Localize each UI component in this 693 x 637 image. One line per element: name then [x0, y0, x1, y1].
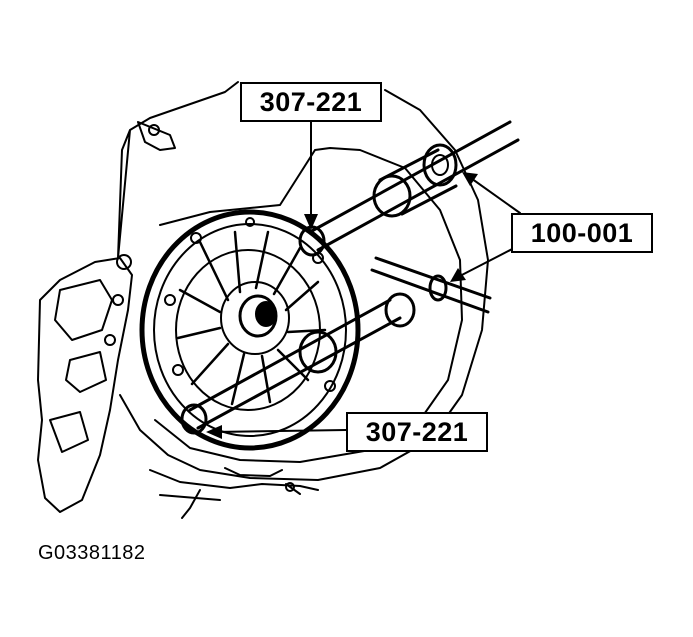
mount-bolt-2 — [112, 294, 124, 306]
base-bolt — [285, 482, 295, 492]
housing-inner-rim — [154, 147, 463, 463]
diaphragm-fingers — [176, 230, 327, 406]
hub-outer — [220, 281, 290, 355]
leader-lines — [211, 121, 521, 433]
pressure-plate-bolts — [164, 217, 336, 392]
callout-top-label: 307-221 — [240, 82, 382, 122]
leader-arrowheads — [206, 172, 478, 439]
callout-bottom-label: 307-221 — [346, 412, 488, 452]
left-bracket-detail — [49, 279, 113, 453]
left-bracket — [37, 257, 133, 513]
callout-right-label: 100-001 — [511, 213, 653, 253]
figure-id: G03381182 — [38, 542, 146, 564]
pressure-plate-ring — [153, 223, 347, 437]
clutch-disc — [175, 249, 321, 411]
mount-bolt-4 — [148, 124, 160, 136]
base-outline — [149, 469, 319, 519]
mount-bolt-1 — [116, 254, 132, 270]
lower-tool-bar — [180, 292, 416, 435]
housing-flange — [137, 121, 176, 151]
pressure-plate-outer — [139, 209, 361, 451]
handle-tool — [370, 256, 492, 314]
hub-bore — [255, 301, 277, 327]
mount-bolt-3 — [104, 334, 116, 346]
